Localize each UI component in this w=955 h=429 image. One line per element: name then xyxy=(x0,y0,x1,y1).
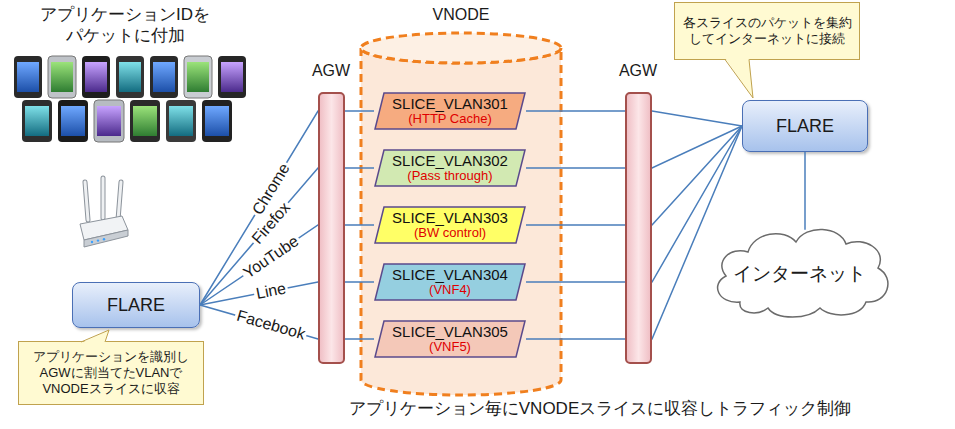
caption-holder: アプリケーション毎にVNODEスライスに収容しトラフィック制御 xyxy=(330,399,870,419)
phone-icon xyxy=(184,56,212,98)
phone-icon xyxy=(82,56,110,98)
node-text: (VNF5) xyxy=(429,340,471,355)
flare-box: FLARE xyxy=(742,100,868,152)
parallelogram-shape xyxy=(375,150,525,186)
pointer-edge xyxy=(81,330,109,342)
node-text: インターネット xyxy=(733,263,866,285)
cylinder-body xyxy=(361,48,561,395)
parallelogram-shape xyxy=(375,321,525,357)
phone-icon xyxy=(58,100,88,142)
node-text: SLICE_VLAN303 xyxy=(392,209,508,226)
node-text: SLICE_VLAN304 xyxy=(392,266,508,283)
slice-box: SLICE_VLAN301(HTTP Cache) xyxy=(374,92,526,130)
phone-icon xyxy=(150,56,178,98)
slice-box: SLICE_VLAN302(Pass through) xyxy=(374,149,526,187)
connector xyxy=(200,111,374,305)
node-text: SLICE_VLAN301 xyxy=(392,95,508,112)
router-icon xyxy=(80,178,128,247)
node-text: SLICE_VLAN305 xyxy=(392,323,508,340)
node-text: (Pass through) xyxy=(407,169,492,184)
connector xyxy=(804,152,806,230)
node-text: AGW xyxy=(619,62,657,80)
phone-icon xyxy=(130,100,160,142)
node-text: SLICE_VLAN302 xyxy=(392,152,508,169)
note-label: アプリケーションIDを パケットに付加 xyxy=(16,4,234,47)
phone-icon xyxy=(218,56,246,98)
phone-icon xyxy=(202,100,232,142)
flare-box: FLARE xyxy=(72,282,200,328)
slice-box: SLICE_VLAN304(VNF4) xyxy=(374,263,526,301)
callout-pointer xyxy=(675,58,685,68)
phone-icon xyxy=(48,56,76,98)
internet-cloud: インターネット xyxy=(700,222,898,320)
agw-gateway: AGW xyxy=(613,62,663,364)
node-text: FLARE xyxy=(776,116,834,137)
slice-box: SLICE_VLAN303(BW control) xyxy=(374,206,526,244)
edge-label-holder: Line xyxy=(252,279,289,303)
node-text: 各スライスのパケットを集約 してインターネットに接続 xyxy=(681,15,853,48)
parallelogram-shape xyxy=(375,207,525,243)
node-text: (BW control) xyxy=(414,226,486,241)
pointer-edge xyxy=(725,60,753,99)
node-text: (VNF4) xyxy=(429,283,471,298)
phone-icon xyxy=(22,100,52,142)
node-text: AGW xyxy=(312,62,350,80)
phone-icon xyxy=(116,56,144,98)
callout-pointer xyxy=(19,329,29,339)
pointer-fill xyxy=(81,330,109,343)
agw-bar xyxy=(318,92,345,364)
edge-label-holder: Facebook xyxy=(233,307,309,344)
phone-icon xyxy=(94,100,124,142)
phone-icon xyxy=(14,56,42,98)
cloud-shape xyxy=(718,229,888,317)
callout-box: 各スライスのパケットを集約 してインターネットに接続 xyxy=(674,2,860,60)
node-text: VNODE xyxy=(433,6,490,24)
edge-label: Line xyxy=(252,279,289,303)
node-text: (HTTP Cache) xyxy=(408,112,492,127)
agw-gateway: AGW xyxy=(306,62,356,364)
parallelogram-shape xyxy=(375,93,525,129)
connector xyxy=(200,225,374,305)
edge-label: Facebook xyxy=(233,307,309,344)
node-text: FLARE xyxy=(107,295,165,316)
cylinder-top xyxy=(361,33,561,63)
label-holder: アプリケーションIDを パケットに付加 xyxy=(16,4,234,47)
agw-bar xyxy=(625,92,652,364)
connector xyxy=(200,168,374,305)
pointer-fill xyxy=(725,58,753,98)
slice-box: SLICE_VLAN305(VNF5) xyxy=(374,320,526,358)
callout-box: アプリケーションを識別し AGWに割当てたVLANで VNODEスライスに収容 xyxy=(18,341,204,405)
caption: アプリケーション毎にVNODEスライスに収容しトラフィック制御 xyxy=(330,399,870,419)
parallelogram-shape xyxy=(375,264,525,300)
node-text: アプリケーションを識別し AGWに割当てたVLANで VNODEスライスに収容 xyxy=(25,349,197,398)
phone-icon xyxy=(166,100,196,142)
